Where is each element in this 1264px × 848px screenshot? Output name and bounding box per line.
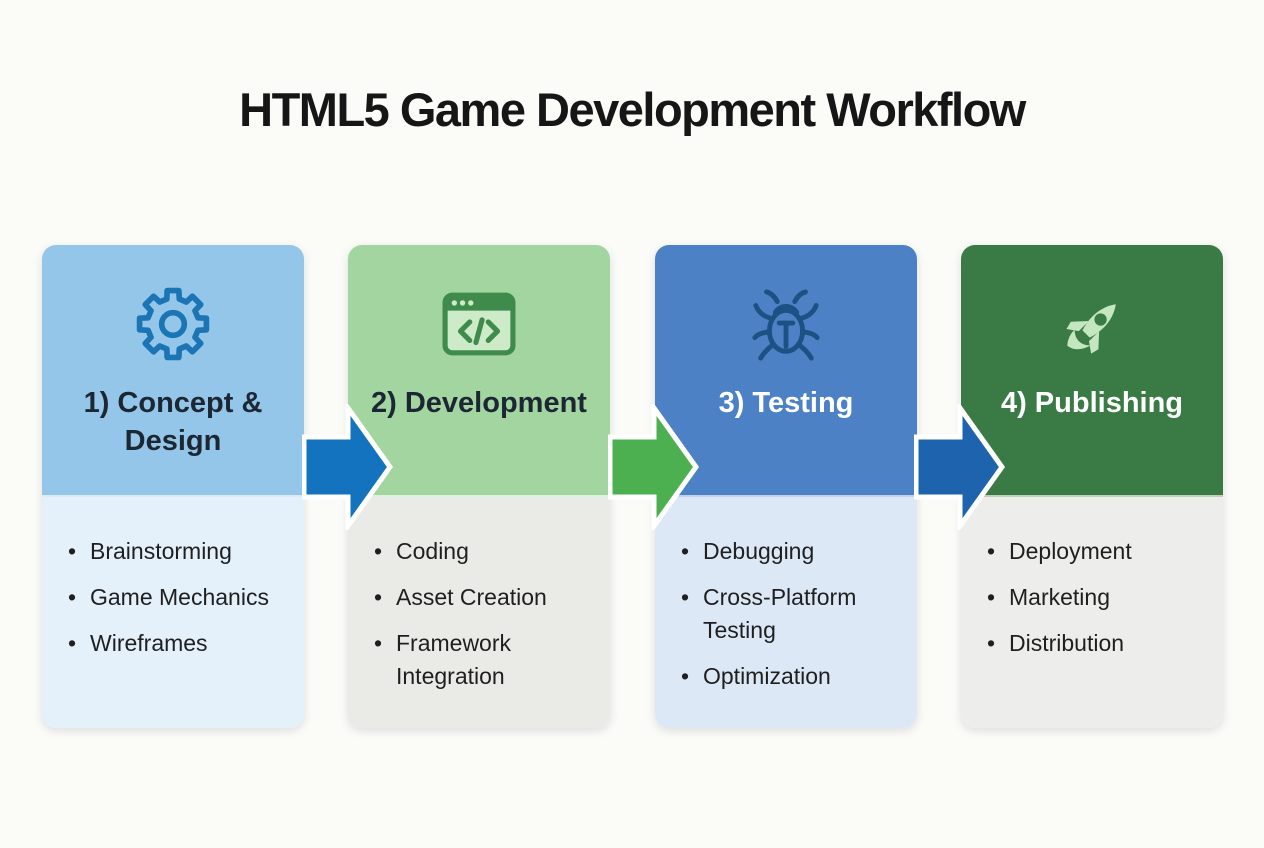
arrow-right-icon [608, 404, 700, 530]
stage-card-development: 2) Development Coding Asset Creation Fra… [348, 245, 610, 728]
stage-header: 2) Development [348, 245, 610, 497]
list-item: Cross-Platform Testing [679, 581, 901, 647]
code-window-icon [442, 281, 516, 367]
list-item: Coding [372, 535, 594, 568]
bug-icon [747, 281, 825, 367]
stage-task-panel: Brainstorming Game Mechanics Wireframes [42, 497, 304, 728]
list-item: Game Mechanics [66, 581, 288, 614]
list-item: Asset Creation [372, 581, 594, 614]
rocket-icon [1053, 281, 1131, 367]
stage-header: 1) Concept & Design [42, 245, 304, 497]
list-item: Distribution [985, 627, 1207, 660]
stage-task-panel: Deployment Marketing Distribution [961, 497, 1223, 728]
stage-task-list: Brainstorming Game Mechanics Wireframes [66, 535, 288, 660]
stage-task-panel: Debugging Cross-Platform Testing Optimiz… [655, 497, 917, 728]
stage-task-list: Coding Asset Creation Framework Integrat… [372, 535, 594, 693]
list-item: Marketing [985, 581, 1207, 614]
stage-card-testing: 3) Testing Debugging Cross-Platform Test… [655, 245, 917, 728]
stage-title: 1) Concept & Design [83, 387, 263, 457]
stage-task-list: Deployment Marketing Distribution [985, 535, 1207, 660]
stage-title: 4) Publishing [1000, 387, 1184, 419]
stage-header: 4) Publishing [961, 245, 1223, 497]
arrow-right-icon [914, 404, 1006, 530]
list-item: Wireframes [66, 627, 288, 660]
stage-card-publishing: 4) Publishing Deployment Marketing Distr… [961, 245, 1223, 728]
arrow-right-icon [302, 404, 394, 530]
list-item: Debugging [679, 535, 901, 568]
page-title: HTML5 Game Development Workflow [239, 83, 1026, 136]
stage-task-list: Debugging Cross-Platform Testing Optimiz… [679, 535, 901, 693]
list-item: Optimization [679, 660, 901, 693]
stage-title: 3) Testing [718, 387, 854, 419]
list-item: Framework Integration [372, 627, 594, 693]
gear-icon [136, 281, 210, 367]
list-item: Brainstorming [66, 535, 288, 568]
list-item: Deployment [985, 535, 1207, 568]
stage-card-concept-design: 1) Concept & Design Brainstorming Game M… [42, 245, 304, 728]
stage-title: 2) Development [371, 387, 587, 419]
stage-task-panel: Coding Asset Creation Framework Integrat… [348, 497, 610, 728]
stage-header: 3) Testing [655, 245, 917, 497]
